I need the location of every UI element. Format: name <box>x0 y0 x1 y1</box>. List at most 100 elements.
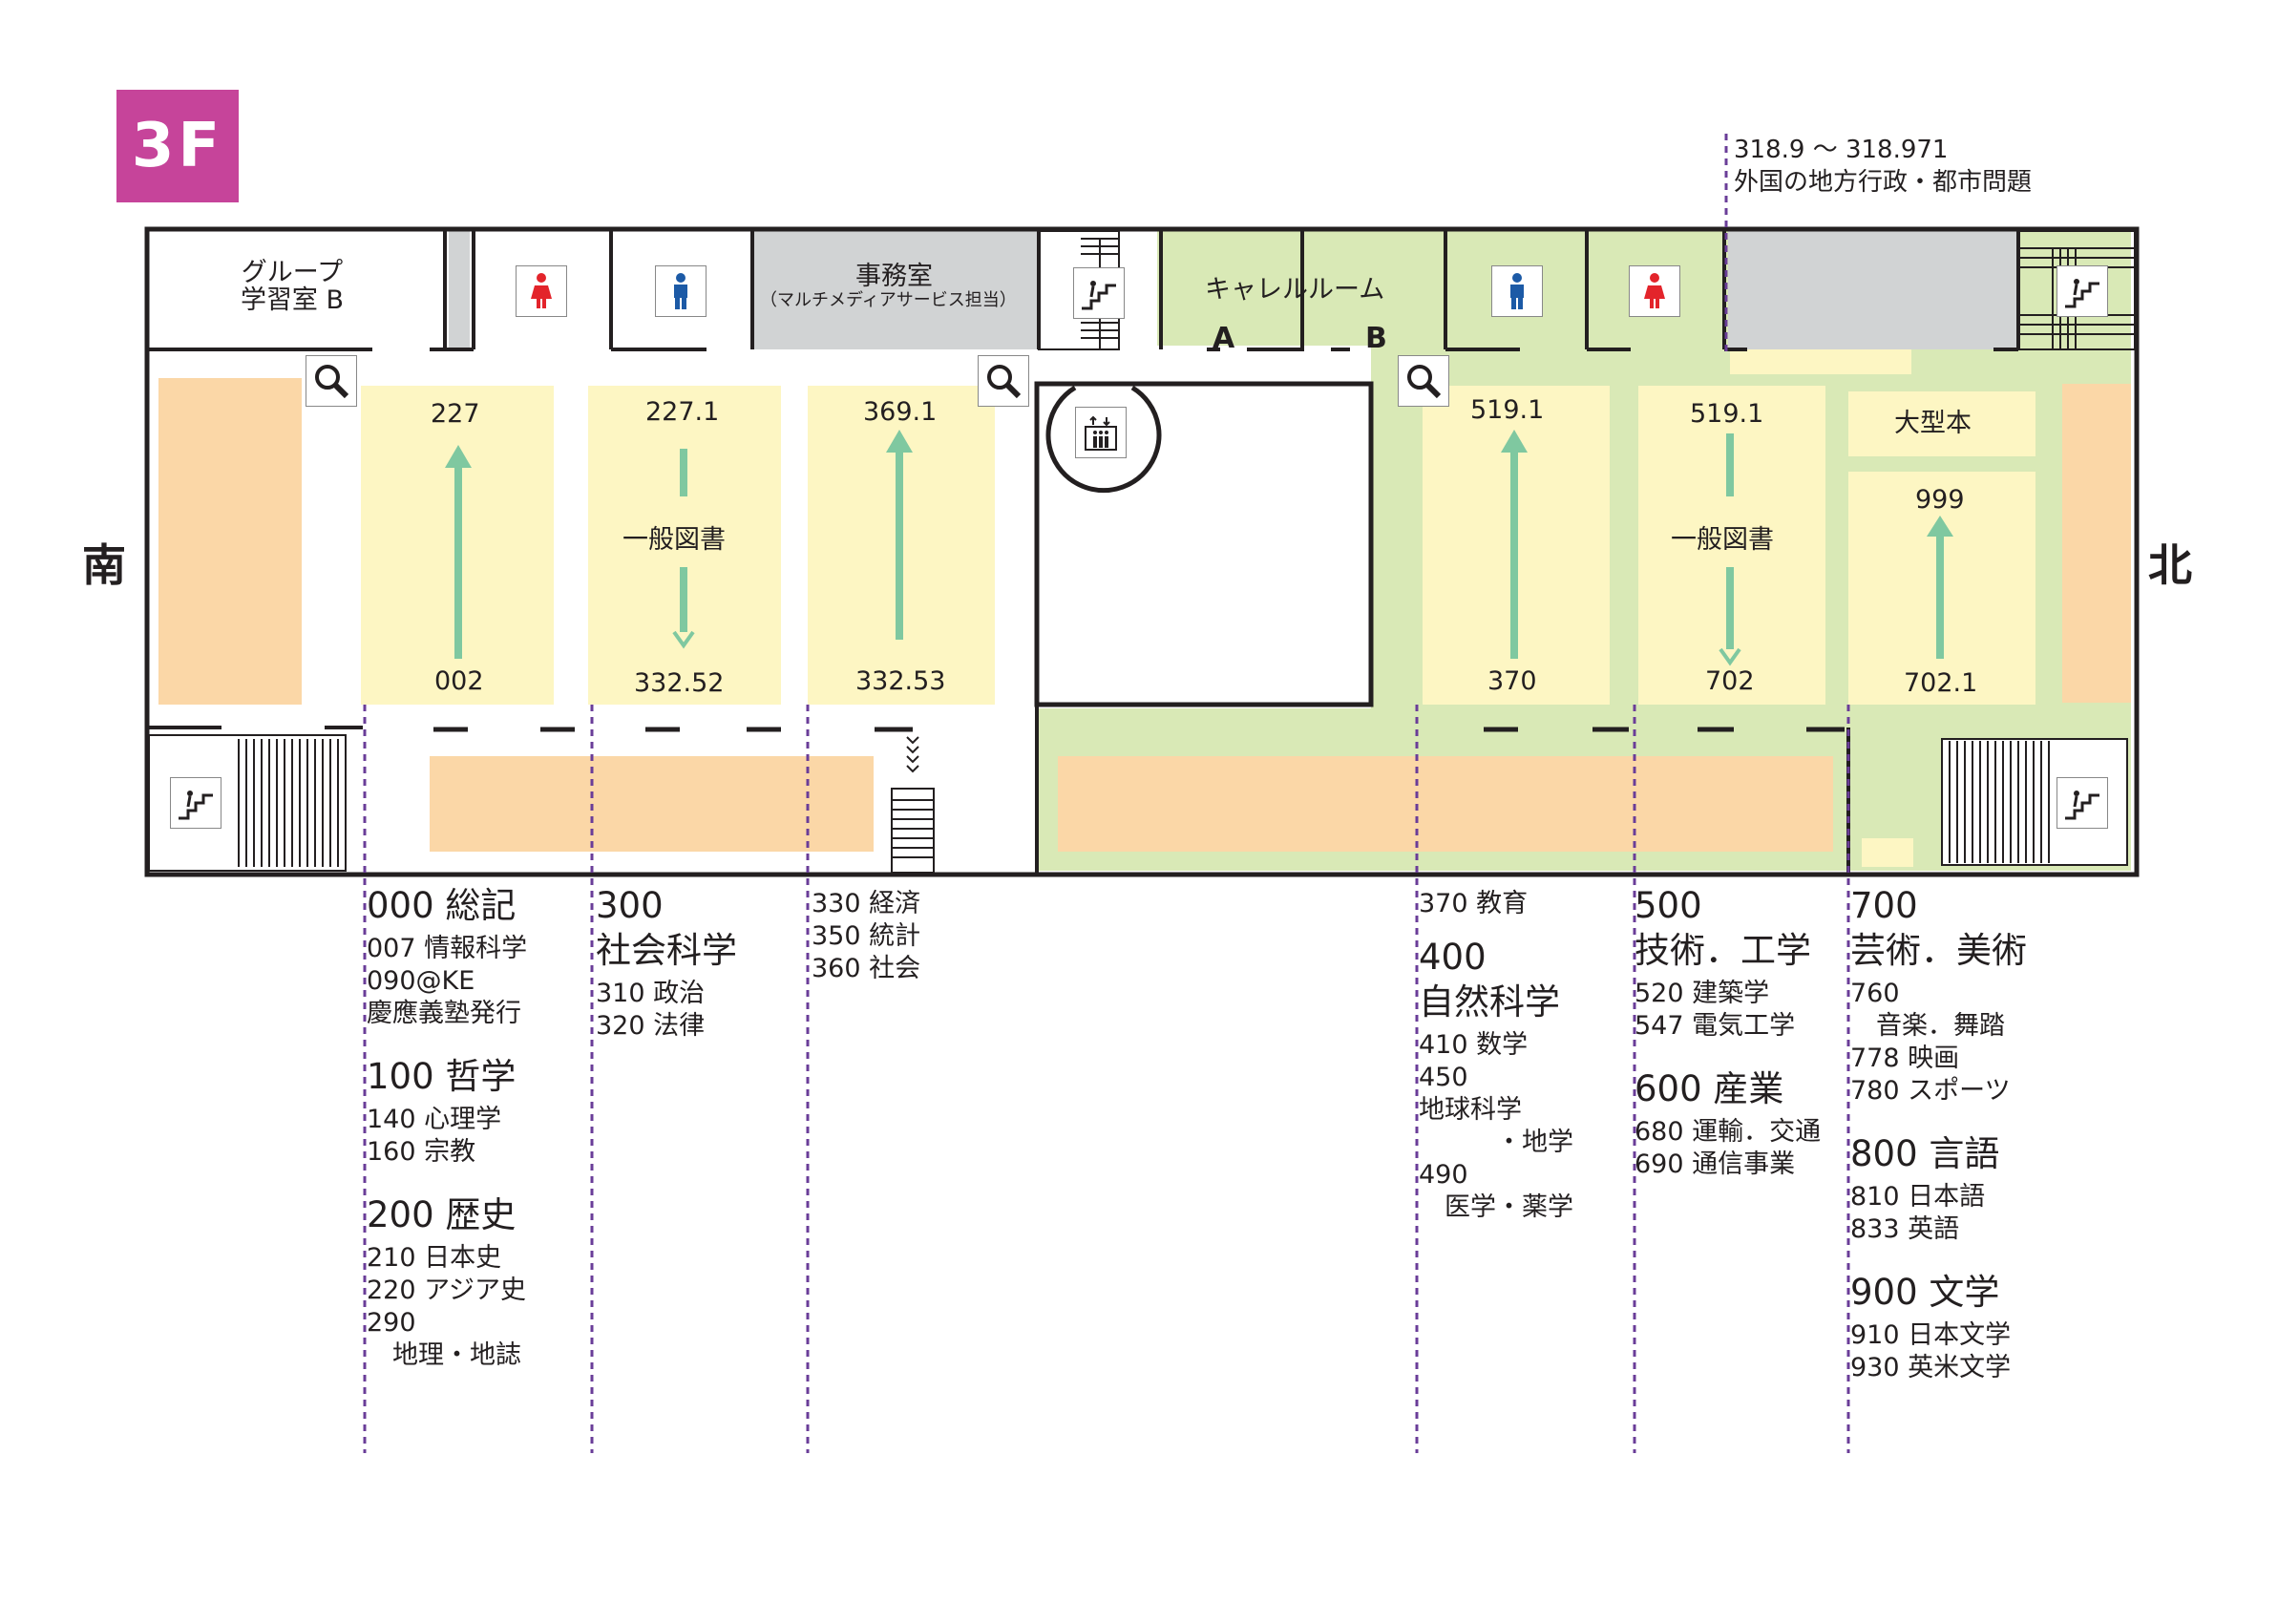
legend-title: 500 <box>1635 885 1702 926</box>
legend-title: 400 <box>1419 937 1487 978</box>
legend-title: 000 総記 <box>367 885 517 926</box>
legend-item: 地理・地誌 <box>367 1340 521 1370</box>
legend-item: 810 日本語 <box>1850 1182 1986 1212</box>
legend-item: 290 <box>367 1308 416 1338</box>
legend-title: 600 産業 <box>1635 1068 1784 1109</box>
legend-item: 780 スポーツ <box>1850 1076 2011 1106</box>
legend-item: 690 通信事業 <box>1635 1149 1796 1179</box>
stack-6-top: 999 <box>1915 485 1965 515</box>
legend-item: 410 数学 <box>1419 1030 1529 1060</box>
north-gray-room <box>1728 231 2016 349</box>
office-room <box>754 231 1039 349</box>
legend-item: 490 <box>1419 1160 1468 1190</box>
legend-item: 220 アジア史 <box>367 1276 527 1305</box>
legend-item: 833 英語 <box>1850 1214 1960 1244</box>
office-label: 事務室 <box>855 262 933 291</box>
stack-3-top: 369.1 <box>863 397 938 427</box>
legend-item: 450 <box>1419 1063 1468 1092</box>
legend-item: 370 教育 <box>1419 889 1529 918</box>
legend-title: 900 文学 <box>1850 1272 2000 1313</box>
stack-4-bottom: 370 <box>1487 666 1537 696</box>
top-note-subject: 外国の地方行政・都市問題 <box>1734 168 2033 197</box>
stack-2-top: 227.1 <box>645 397 720 427</box>
legend-item: 210 日本史 <box>367 1243 502 1273</box>
stairs-icon <box>170 777 221 829</box>
legend-item: 360 社会 <box>812 954 921 983</box>
stack-5-mid: 一般図書 <box>1671 525 1774 555</box>
legend-col-6: 700 芸術．美術 760 音楽．舞踏 778 映画 780 スポーツ 800 … <box>1850 888 2027 1384</box>
legend-title: 自然科学 <box>1419 981 1560 1023</box>
oversize-label: 大型本 <box>1894 409 1972 438</box>
search-icon[interactable] <box>978 355 1029 407</box>
stack-2 <box>588 386 781 705</box>
carrel-a-label: A <box>1213 322 1235 355</box>
seating-south <box>158 378 302 705</box>
legend-item: 547 電気工学 <box>1635 1011 1796 1041</box>
legend-item: 778 映画 <box>1850 1044 1960 1073</box>
female-restroom-icon <box>516 265 567 317</box>
legend-item: 007 情報科学 <box>367 934 528 963</box>
stack-2-mid: 一般図書 <box>622 525 726 555</box>
legend-item: 090@KE <box>367 966 475 996</box>
search-icon[interactable] <box>1398 355 1449 407</box>
legend-item: 520 建築学 <box>1635 979 1770 1008</box>
legend-item: 350 統計 <box>812 921 921 951</box>
legend-item: 160 宗教 <box>367 1137 476 1167</box>
stack-5-bottom: 702 <box>1705 666 1755 696</box>
stack-1-top: 227 <box>431 399 480 429</box>
legend-item: 910 日本文学 <box>1850 1320 2012 1350</box>
legend-item: 地球科学 <box>1419 1095 1522 1125</box>
stack-5-top: 519.1 <box>1690 399 1764 429</box>
shelf-arrows <box>445 430 1953 666</box>
north-label: 北 <box>2148 539 2192 591</box>
legend-item: 760 <box>1850 979 1900 1008</box>
legend-col-5: 500 技術．工学 520 建築学 547 電気工学 600 産業 680 運輸… <box>1635 888 1821 1181</box>
legend-title: 700 <box>1850 885 1918 926</box>
stack-2-bottom: 332.52 <box>634 668 725 698</box>
legend-item: 音楽．舞踏 <box>1850 1011 2005 1041</box>
carrel-label: キャレルルーム <box>1205 275 1385 305</box>
legend-item: 310 政治 <box>596 979 706 1008</box>
legend-col-1: 000 総記 007 情報科学 090@KE 慶應義塾発行 100 哲学 140… <box>367 888 527 1372</box>
male-restroom-icon <box>1491 265 1543 317</box>
group-study-room: グループ 学習室 B <box>239 260 346 313</box>
male-restroom-icon <box>655 265 707 317</box>
legend-item: ・地学 <box>1419 1128 1573 1157</box>
stairs-icon <box>2057 265 2108 317</box>
legend-item: 930 英米文学 <box>1850 1353 2012 1382</box>
legend-title: 100 哲学 <box>367 1056 517 1097</box>
legend-title: 300 <box>596 885 664 926</box>
group-study-label-2: 学習室 B <box>240 285 345 315</box>
carrel-b-label: B <box>1365 322 1387 355</box>
seating-bottom-right <box>1058 756 1833 852</box>
legend-item: 慶應義塾発行 <box>367 999 521 1028</box>
legend-item: 680 運輸．交通 <box>1635 1117 1822 1147</box>
legend-title: 800 言語 <box>1850 1133 2000 1174</box>
stairs-north-top <box>2017 230 2136 350</box>
top-note-range: 318.9 〜 318.971 <box>1734 136 1949 164</box>
legend-col-4: 370 教育 400 自然科学 410 数学 450 地球科学 ・地学 490 … <box>1419 888 1573 1224</box>
legend-item: 330 経済 <box>812 889 921 918</box>
legend-col-2: 300 社会科学 310 政治 320 法律 <box>596 888 737 1043</box>
legend-item: 320 法律 <box>596 1011 706 1041</box>
stairs-icon <box>1073 267 1125 319</box>
legend-dividers <box>363 134 1850 1453</box>
legend-title: 技術．工学 <box>1635 930 1811 971</box>
south-label: 南 <box>82 539 126 591</box>
seating-north <box>2062 384 2131 703</box>
outer-wall <box>144 226 2140 877</box>
legend-title: 200 歴史 <box>367 1194 517 1235</box>
stack-3-bottom: 332.53 <box>855 666 946 696</box>
search-icon[interactable] <box>306 355 357 407</box>
stairs-south <box>148 734 347 872</box>
stack-4-top: 519.1 <box>1470 395 1545 425</box>
legend-title: 芸術．美術 <box>1850 930 2027 971</box>
legend-title: 社会科学 <box>596 930 737 971</box>
stairs-center-bottom <box>891 736 935 874</box>
stack-6-bottom: 702.1 <box>1904 668 1978 698</box>
group-study-label-1: グループ <box>241 258 344 287</box>
elevator-icon <box>1075 407 1127 458</box>
legend-item: 140 心理学 <box>367 1105 502 1134</box>
female-restroom-icon <box>1629 265 1680 317</box>
seating-bottom-left <box>430 756 874 852</box>
